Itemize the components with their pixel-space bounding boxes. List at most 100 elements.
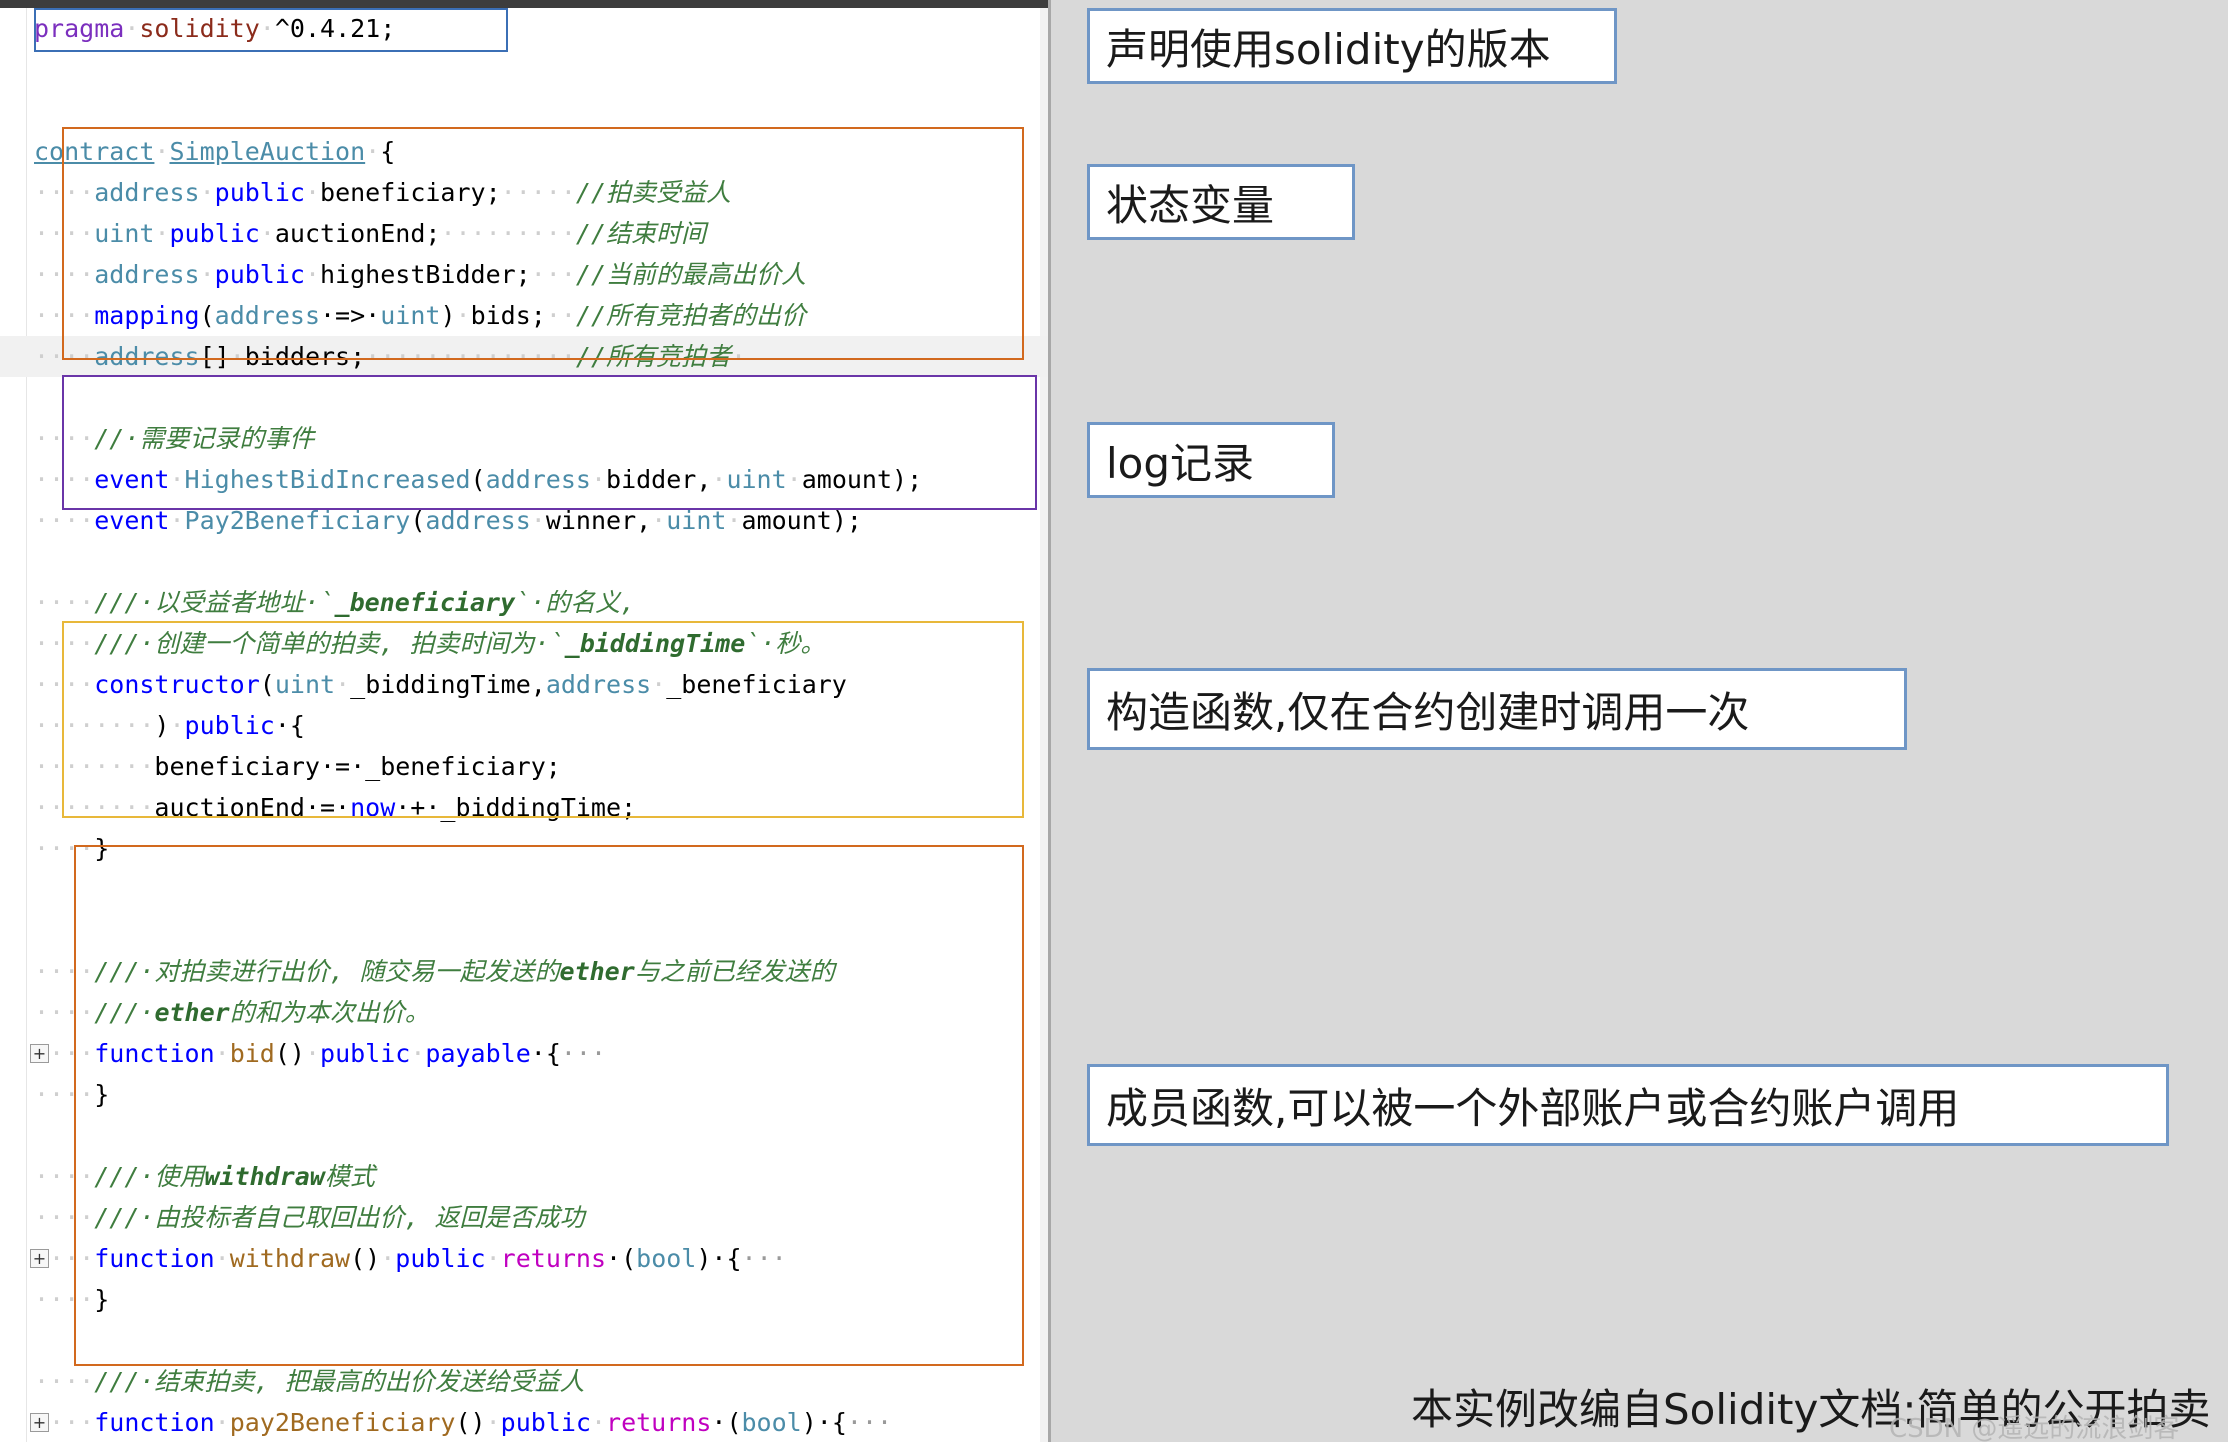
code-line[interactable] bbox=[0, 869, 1048, 910]
code-token: ) bbox=[154, 711, 170, 740]
code-line[interactable]: ········)·public·{ bbox=[0, 705, 1048, 746]
code-token: } bbox=[94, 1080, 110, 1109]
code-token: withdraw bbox=[229, 1244, 351, 1273]
code-line[interactable]: ····///·以受益者地址·`_beneficiary`·的名义, bbox=[0, 582, 1048, 623]
code-token: · bbox=[485, 1244, 501, 1273]
code-token: ···· bbox=[34, 629, 95, 658]
code-token: { bbox=[380, 137, 396, 166]
code-line[interactable]: ····constructor(uint·_biddingTime,addres… bbox=[0, 664, 1048, 705]
code-token: ···· bbox=[34, 998, 95, 1027]
code-token: returns bbox=[606, 1408, 712, 1437]
code-token: //·需要记录的事件 bbox=[94, 424, 315, 453]
code-token: ·{ bbox=[530, 1039, 561, 1068]
code-token: ///·创建一个简单的拍卖, 拍卖时间为·` bbox=[94, 629, 565, 658]
code-line[interactable]: ····///·对拍卖进行出价, 随交易一起发送的ether与之前已经发送的 bbox=[0, 951, 1048, 992]
code-line[interactable]: ····mapping(address·=>·uint)·bids;··//所有… bbox=[0, 295, 1048, 336]
code-token: bids; bbox=[470, 301, 546, 330]
code-line[interactable]: ····///·使用withdraw模式 bbox=[0, 1156, 1048, 1197]
code-token: function bbox=[94, 1039, 215, 1068]
code-token: ··· bbox=[530, 260, 576, 289]
code-token: ( bbox=[470, 465, 486, 494]
code-token: · bbox=[259, 14, 275, 43]
editor-scrollbar[interactable] bbox=[1040, 8, 1048, 1442]
code-token: · bbox=[304, 260, 321, 289]
code-line[interactable] bbox=[0, 910, 1048, 951]
code-token: constructor bbox=[94, 670, 260, 699]
code-token: returns bbox=[500, 1244, 607, 1273]
code-token: winner, bbox=[545, 506, 652, 535]
code-line[interactable]: ····} bbox=[0, 1279, 1048, 1320]
code-token: · bbox=[786, 465, 802, 494]
code-token: () bbox=[455, 1408, 486, 1437]
code-line[interactable]: ····} bbox=[0, 1074, 1048, 1115]
code-token: public bbox=[320, 1039, 411, 1068]
code-line[interactable]: ····function·pay2Beneficiary()·public·re… bbox=[0, 1402, 1048, 1442]
code-line[interactable] bbox=[0, 1320, 1048, 1361]
code-fold-expand-icon[interactable]: + bbox=[30, 1044, 49, 1063]
code-token: · bbox=[651, 670, 667, 699]
code-line[interactable]: ····} bbox=[0, 828, 1048, 869]
code-line[interactable]: ········auctionEnd·=·now·+·_biddingTime; bbox=[0, 787, 1048, 828]
annotation-label: 声明使用solidity的版本 bbox=[1106, 24, 1551, 74]
code-line[interactable] bbox=[0, 377, 1048, 418]
annotation-label: 状态变量 bbox=[1106, 180, 1275, 230]
code-line[interactable]: ····function·withdraw()·public·returns·(… bbox=[0, 1238, 1048, 1279]
code-token: ) bbox=[440, 301, 456, 330]
code-token: () bbox=[274, 1039, 305, 1068]
code-line[interactable]: ········beneficiary·=·_beneficiary; bbox=[0, 746, 1048, 787]
code-token: pragma bbox=[34, 14, 125, 43]
code-token: ········ bbox=[34, 711, 155, 740]
code-line[interactable]: ····///·ether的和为本次出价。 bbox=[0, 992, 1048, 1033]
annotation-label: 构造函数,仅在合约创建时调用一次 bbox=[1106, 687, 1750, 737]
code-token: ···· bbox=[34, 1285, 95, 1314]
code-token: auctionEnd bbox=[154, 793, 305, 822]
code-token: ···· bbox=[34, 834, 95, 863]
code-line[interactable]: ····uint·public·auctionEnd;·········//结束… bbox=[0, 213, 1048, 254]
code-token: · bbox=[214, 1039, 230, 1068]
code-token: · bbox=[169, 465, 185, 494]
code-line[interactable]: ····address·public·highestBidder;···//当前… bbox=[0, 254, 1048, 295]
code-line[interactable]: ····///·结束拍卖, 把最高的出价发送给受益人 bbox=[0, 1361, 1048, 1402]
code-line[interactable]: contract·SimpleAuction·{ bbox=[0, 131, 1048, 172]
code-line[interactable]: ····event·Pay2Beneficiary(address·winner… bbox=[0, 500, 1048, 541]
code-token: pay2Beneficiary bbox=[229, 1408, 456, 1437]
code-line[interactable]: ····event·HighestBidIncreased(address·bi… bbox=[0, 459, 1048, 500]
pane-divider bbox=[1048, 0, 1051, 1442]
code-line[interactable]: ····address[]·bidders;··············//所有… bbox=[0, 336, 1048, 377]
code-line[interactable]: pragma·solidity·^0.4.21; bbox=[0, 8, 1048, 49]
annotations-pane: 声明使用solidity的版本状态变量 log记录构造函数,仅在合约创建时调用一次… bbox=[1051, 0, 2228, 1442]
code-token: ether bbox=[559, 957, 635, 986]
code-line[interactable] bbox=[0, 1115, 1048, 1156]
code-token: HighestBidIncreased bbox=[184, 465, 471, 494]
code-token: [] bbox=[199, 342, 230, 371]
code-token: uint bbox=[380, 301, 441, 330]
code-line[interactable] bbox=[0, 90, 1048, 131]
code-token: ///·使用 bbox=[94, 1162, 205, 1191]
code-line[interactable]: ····///·创建一个简单的拍卖, 拍卖时间为·`_biddingTime`·… bbox=[0, 623, 1048, 664]
code-token: ···· bbox=[34, 1162, 95, 1191]
code-fold-expand-icon[interactable]: + bbox=[30, 1249, 49, 1268]
code-token: · bbox=[229, 342, 245, 371]
code-token: · bbox=[380, 1244, 396, 1273]
code-lines-container[interactable]: pragma·solidity·^0.4.21; contract·Simple… bbox=[0, 8, 1048, 1442]
code-token: Pay2Beneficiary bbox=[184, 506, 411, 535]
editor-gutter bbox=[0, 8, 27, 1442]
code-line[interactable]: ····address·public·beneficiary;·····//拍卖… bbox=[0, 172, 1048, 213]
code-fold-expand-icon[interactable]: + bbox=[30, 1413, 49, 1432]
code-token: address bbox=[94, 342, 200, 371]
editor-top-bar bbox=[0, 0, 1048, 8]
code-line[interactable]: ····//·需要记录的事件 bbox=[0, 418, 1048, 459]
code-line[interactable] bbox=[0, 49, 1048, 90]
code-token: address bbox=[485, 465, 591, 494]
code-line[interactable]: ····function·bid()·public·payable·{··· bbox=[0, 1033, 1048, 1074]
code-token: ///·由投标者自己取回出价, 返回是否成功 bbox=[94, 1203, 585, 1232]
code-token: SimpleAuction bbox=[169, 137, 366, 166]
annotation-label: log记录 bbox=[1106, 438, 1255, 488]
code-token: function bbox=[94, 1244, 215, 1273]
code-token: uint bbox=[726, 465, 787, 494]
code-token: · bbox=[731, 342, 747, 371]
code-line[interactable] bbox=[0, 541, 1048, 582]
code-token: ) bbox=[696, 1244, 712, 1273]
code-token: uint bbox=[666, 506, 727, 535]
code-line[interactable]: ····///·由投标者自己取回出价, 返回是否成功 bbox=[0, 1197, 1048, 1238]
